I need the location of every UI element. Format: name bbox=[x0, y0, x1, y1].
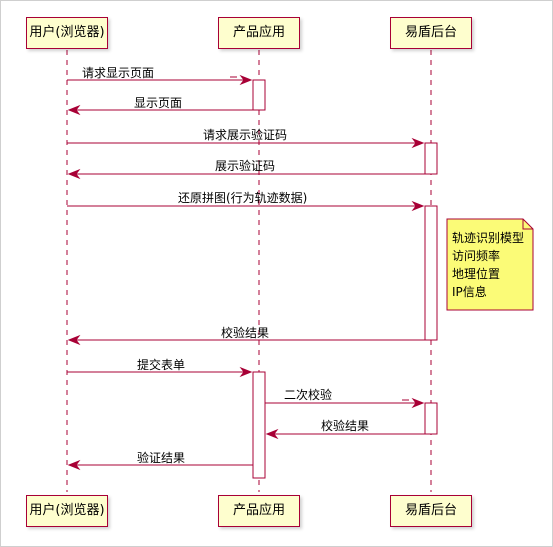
message-label-show-captcha: 展示验证码 bbox=[215, 159, 276, 173]
note-box bbox=[446, 218, 534, 311]
note-line-4: IP信息 bbox=[452, 285, 487, 299]
note-line-2: 访问频率 bbox=[452, 249, 501, 263]
note-line-3: 地理位置 bbox=[452, 267, 501, 281]
participant-user-top: 用户(浏览器) bbox=[26, 17, 108, 49]
activation-shield-3 bbox=[424, 402, 438, 435]
message-label-restore-puzzle: 还原拼图(行为轨迹数据) bbox=[178, 191, 308, 205]
participant-shield-bottom: 易盾后台 bbox=[390, 495, 472, 527]
participant-user-bottom: 用户(浏览器) bbox=[26, 495, 108, 527]
message-label-request-page: 请求显示页面 bbox=[82, 66, 155, 80]
message-label-verify-result-2: 校验结果 bbox=[321, 419, 370, 433]
activation-app-2 bbox=[252, 371, 266, 479]
message-label-submit-form: 提交表单 bbox=[137, 358, 186, 372]
message-label-verify-result-1: 校验结果 bbox=[221, 326, 270, 340]
activation-app-1 bbox=[252, 79, 266, 111]
message-label-show-page: 显示页面 bbox=[134, 96, 183, 110]
activation-shield-1 bbox=[424, 142, 438, 175]
participant-app-top: 产品应用 bbox=[218, 17, 300, 49]
message-label-validation-result: 验证结果 bbox=[137, 451, 186, 465]
participant-app-bottom: 产品应用 bbox=[218, 495, 300, 527]
message-label-second-check: 二次校验 bbox=[284, 388, 333, 402]
note-line-1: 轨迹识别模型 bbox=[452, 231, 525, 245]
participant-shield-top: 易盾后台 bbox=[390, 17, 472, 49]
activation-shield-2 bbox=[424, 205, 438, 341]
message-label-request-captcha: 请求展示验证码 bbox=[203, 128, 288, 142]
